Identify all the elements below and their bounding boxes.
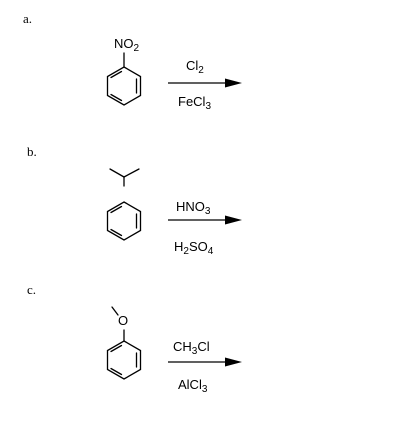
problem-letter-c: c. bbox=[27, 282, 36, 297]
problem-b: b. HNO3 H2SO4 bbox=[27, 144, 242, 257]
nitro-group-label: NO2 bbox=[114, 36, 140, 54]
reagent-top-c: CH3Cl bbox=[173, 339, 210, 357]
benzene-ring-a bbox=[106, 66, 142, 106]
oxygen-label: O bbox=[118, 313, 128, 328]
reaction-arrow-a bbox=[168, 78, 242, 88]
isopropyl-group bbox=[109, 168, 140, 187]
problem-c: c. O CH3Cl AlCl3 bbox=[27, 282, 242, 395]
reagent-bottom-b: H2SO4 bbox=[174, 239, 214, 257]
problem-letter-b: b. bbox=[27, 144, 37, 159]
reagent-top-a: Cl2 bbox=[186, 58, 204, 76]
reagent-bottom-a: FeCl3 bbox=[178, 94, 211, 112]
problem-a: a. NO2 Cl2 FeCl3 bbox=[23, 11, 242, 112]
problem-letter-a: a. bbox=[23, 11, 32, 26]
reagent-top-b: HNO3 bbox=[176, 199, 211, 217]
benzene-ring-b bbox=[106, 201, 142, 241]
benzene-ring-c bbox=[106, 340, 142, 380]
reaction-arrow-b bbox=[168, 215, 242, 225]
methoxy-group: O bbox=[111, 306, 128, 342]
reagent-bottom-c: AlCl3 bbox=[178, 377, 208, 395]
reaction-arrow-c bbox=[168, 357, 242, 367]
